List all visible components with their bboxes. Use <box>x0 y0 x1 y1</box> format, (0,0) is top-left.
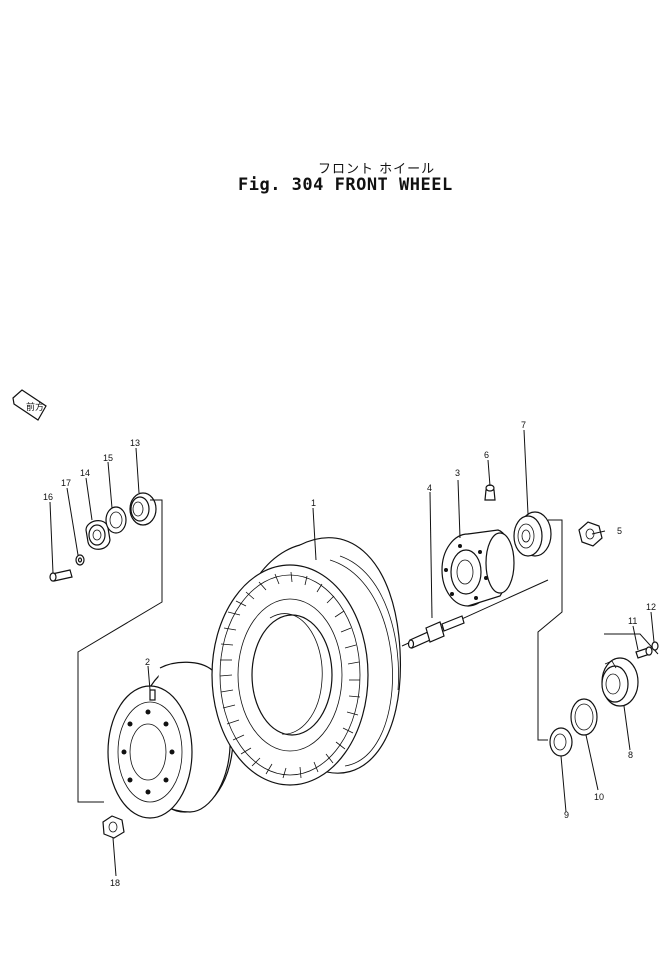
part-bearing-7 <box>513 511 552 557</box>
part-nut-18 <box>102 815 125 839</box>
part-stud-bolt-4 <box>407 615 465 649</box>
callout-5: 5 <box>617 526 622 536</box>
part-seal-9 <box>549 727 573 757</box>
part-grease-nipple-6 <box>484 484 496 501</box>
part-cap-14 <box>85 520 111 550</box>
callout-16: 16 <box>43 492 53 502</box>
callout-10: 10 <box>594 792 604 802</box>
callout-7: 7 <box>521 420 526 430</box>
callout-11: 11 <box>628 616 637 626</box>
part-bolt-11 <box>635 646 653 659</box>
callout-15: 15 <box>103 453 113 463</box>
callout-2: 2 <box>145 657 150 667</box>
figure-title-japanese: フロント ホイール <box>318 162 436 177</box>
part-nut-5 <box>578 521 603 547</box>
callout-18: 18 <box>110 878 120 888</box>
part-gasket-15 <box>105 506 127 534</box>
callout-8: 8 <box>628 750 633 760</box>
part-bolt-16 <box>49 569 73 582</box>
part-gasket-10 <box>570 698 598 736</box>
part-washer-12 <box>651 641 659 651</box>
callout-6: 6 <box>484 450 489 460</box>
callout-17: 17 <box>61 478 71 488</box>
callout-4: 4 <box>427 483 432 493</box>
callout-1: 1 <box>311 498 316 508</box>
direction-arrow-icon: 前方 <box>12 389 47 421</box>
figure-title: Fig. 304 FRONT WHEEL <box>238 175 453 195</box>
callout-9: 9 <box>564 810 569 820</box>
direction-tag-label: 前方 <box>26 401 44 412</box>
callout-14: 14 <box>80 468 90 478</box>
callout-3: 3 <box>455 468 460 478</box>
part-cap-8 <box>601 657 639 707</box>
part-hub-3 <box>441 529 515 607</box>
part-bearing-13 <box>129 492 157 526</box>
part-washer-17 <box>75 554 85 566</box>
callout-13: 13 <box>130 438 140 448</box>
callout-12: 12 <box>646 602 656 612</box>
part-tire-1 <box>211 537 402 786</box>
part-rim-2 <box>107 661 234 819</box>
